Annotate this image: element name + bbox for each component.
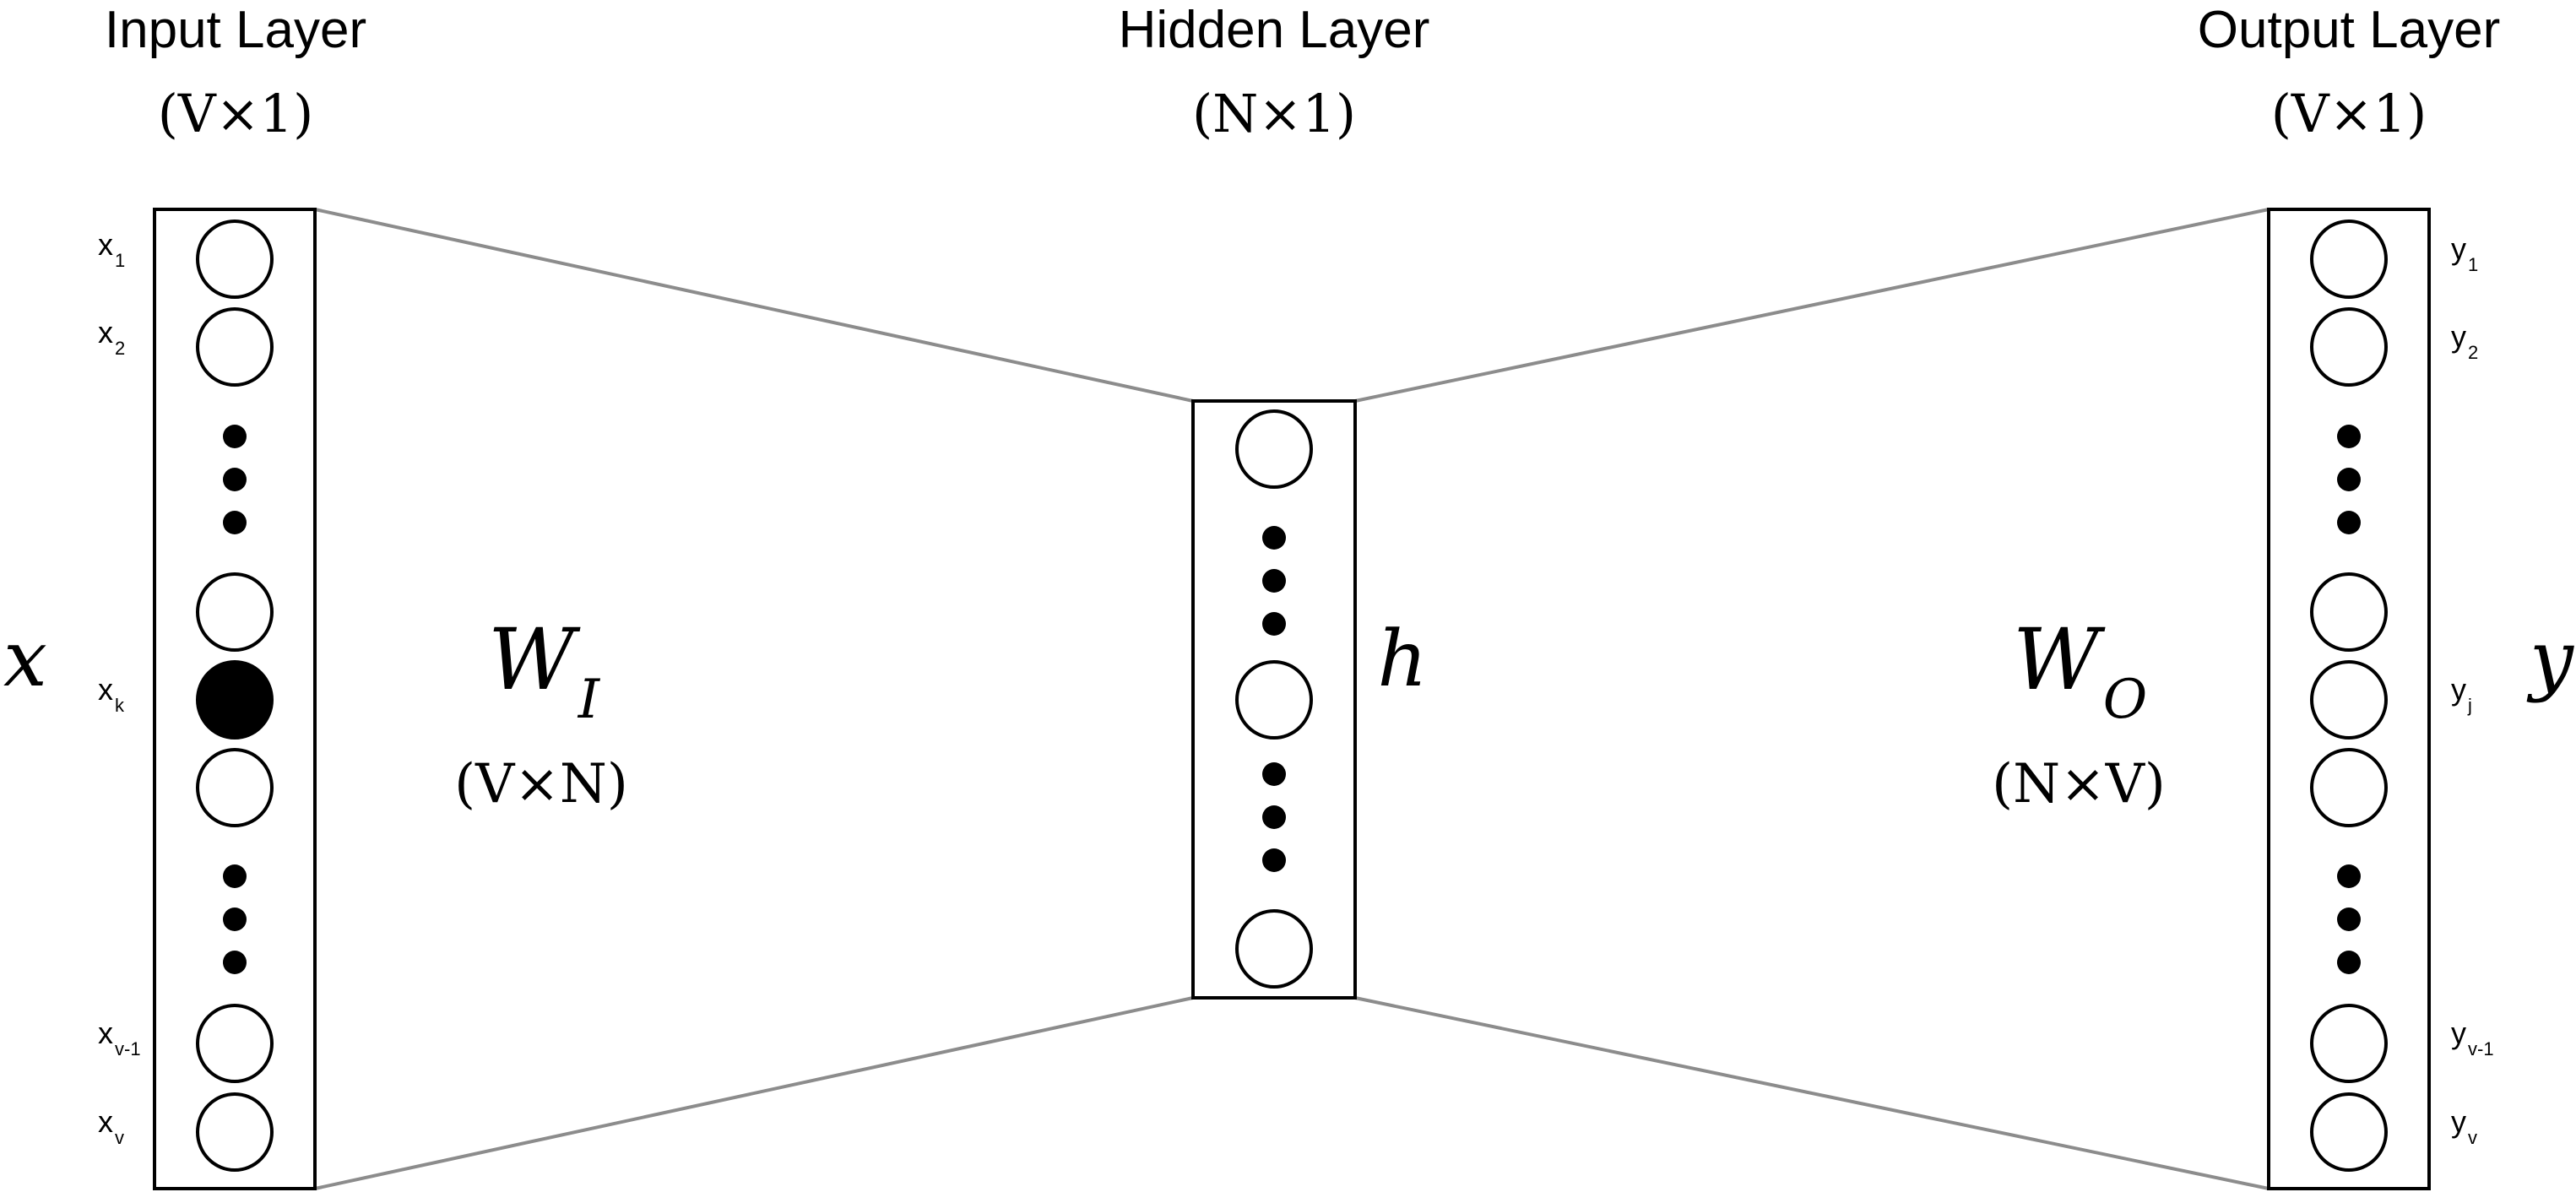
output-node	[2310, 748, 2388, 827]
hidden-layer-title: Hidden Layer	[1119, 1, 1430, 59]
output-weight-base: W	[2013, 610, 2106, 709]
output-ellipsis-dot	[2337, 425, 2361, 448]
input-ellipsis-dot	[223, 468, 247, 491]
hidden-ellipsis-dot	[1262, 762, 1286, 786]
input-ellipsis-dot	[223, 864, 247, 888]
input-ellipsis-dot	[223, 908, 247, 931]
output-weight-label: WO	[2013, 610, 2147, 731]
connector-output-bottom	[1354, 996, 2270, 1190]
output-ellipsis-dot	[2337, 864, 2361, 888]
input-node-x2	[196, 307, 274, 387]
connector-output-top	[1354, 208, 2270, 403]
output-weight-dims: (N×V)	[1992, 753, 2166, 815]
connector-lines	[314, 208, 2270, 1190]
input-weight-base: W	[488, 610, 581, 709]
label-y1: y1	[2451, 231, 2478, 275]
label-xv-1: xv-1	[98, 1016, 141, 1059]
output-node-yv	[2310, 1092, 2388, 1172]
hidden-layer-dims: (N×1)	[1192, 83, 1356, 144]
input-layer-dims: (V×1)	[158, 83, 314, 144]
hidden-layer-box	[1191, 399, 1357, 1000]
label-xk: xk	[98, 672, 125, 716]
output-ellipsis-dot	[2337, 511, 2361, 534]
output-node-y1	[2310, 219, 2388, 299]
hidden-ellipsis-dot	[1262, 569, 1286, 593]
input-layer-title: Input Layer	[105, 1, 366, 59]
input-vector-symbol: x	[3, 614, 47, 704]
output-ellipsis-dot	[2337, 468, 2361, 491]
output-layer-box	[2267, 208, 2431, 1190]
output-node-y2	[2310, 307, 2388, 387]
hidden-ellipsis-dot	[1262, 612, 1286, 636]
connector-input-top	[314, 208, 1194, 403]
input-layer-box	[153, 208, 317, 1190]
output-vector-symbol: y	[2526, 614, 2574, 704]
input-node-xv	[196, 1092, 274, 1172]
input-ellipsis-dot	[223, 425, 247, 448]
input-weight-sub: I	[578, 669, 601, 731]
hidden-ellipsis-dot	[1262, 805, 1286, 829]
output-node-yj	[2310, 660, 2388, 740]
label-y2: y2	[2451, 319, 2478, 363]
output-layer-title: Output Layer	[2198, 1, 2500, 59]
output-layer-dims: (V×1)	[2271, 83, 2427, 144]
input-weight-dims: (V×N)	[454, 753, 628, 815]
input-node-xk-active	[196, 660, 274, 740]
output-ellipsis-dot	[2337, 908, 2361, 931]
label-xv: xv	[98, 1104, 124, 1148]
hidden-vector-symbol: h	[1377, 614, 1427, 704]
label-yj: yj	[2451, 672, 2472, 716]
label-yv: yv	[2451, 1104, 2477, 1148]
output-node	[2310, 572, 2388, 652]
connector-input-bottom	[314, 996, 1194, 1190]
label-x1: x1	[98, 227, 125, 271]
hidden-nodes	[1235, 409, 1313, 989]
label-x2: x2	[98, 315, 125, 359]
hidden-ellipsis-dot	[1262, 526, 1286, 550]
input-node	[196, 572, 274, 652]
output-ellipsis-dot	[2337, 951, 2361, 974]
input-node-xv1	[196, 1004, 274, 1083]
hidden-node	[1235, 409, 1313, 489]
input-ellipsis-dot	[223, 951, 247, 974]
hidden-ellipsis-dot	[1262, 848, 1286, 872]
input-ellipsis-dot	[223, 511, 247, 534]
input-node	[196, 748, 274, 827]
label-yv-1: yv-1	[2451, 1016, 2494, 1059]
output-nodes	[2310, 219, 2388, 1172]
output-weight-sub: O	[2103, 669, 2147, 731]
hidden-node	[1235, 660, 1313, 740]
output-node-yv1	[2310, 1004, 2388, 1083]
input-weight-label: WI	[488, 610, 601, 731]
input-nodes	[196, 219, 274, 1172]
input-node-x1	[196, 219, 274, 299]
hidden-node	[1235, 909, 1313, 989]
